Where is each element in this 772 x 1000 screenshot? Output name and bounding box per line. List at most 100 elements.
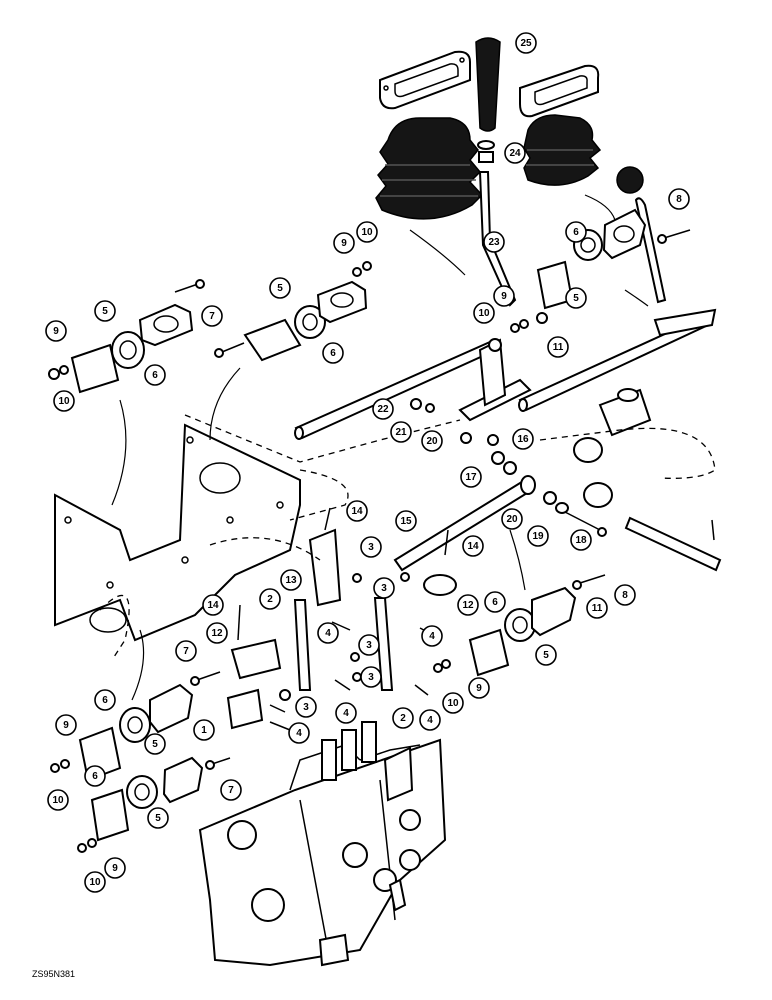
- center-linkage-bracket: [458, 338, 532, 422]
- lower-right-flange-assembly: [468, 586, 577, 677]
- upper-left-flange-assembly: [70, 303, 194, 394]
- callout-5: 5: [144, 733, 166, 755]
- callout-6: 6: [484, 591, 506, 613]
- callout-circle: [504, 142, 526, 164]
- callout-circle: [484, 591, 506, 613]
- callout-16: 16: [512, 428, 534, 450]
- right-lever: [634, 197, 667, 304]
- callout-6: 6: [565, 221, 587, 243]
- callout-circle: [84, 765, 106, 787]
- left-rubber-boot: [375, 117, 484, 220]
- callout-number: 14: [467, 541, 479, 552]
- callout-21: 21: [390, 421, 412, 443]
- callout-9: 9: [45, 320, 67, 342]
- callout-3: 3: [295, 696, 317, 718]
- callout-1: 1: [193, 719, 215, 741]
- callout-number: 3: [381, 583, 387, 594]
- callout-number: 9: [476, 683, 482, 694]
- callout-circle: [360, 536, 382, 558]
- callout-number: 25: [520, 38, 532, 49]
- drawing-id-label: ZS95N381: [32, 969, 75, 979]
- roll-pins: [237, 507, 715, 641]
- callout-circle: [547, 336, 569, 358]
- callout-circle: [322, 342, 344, 364]
- callout-number: 6: [573, 227, 579, 238]
- callout-circle: [280, 569, 302, 591]
- link-bars: [226, 528, 457, 730]
- callout-number: 6: [92, 771, 98, 782]
- callout-circle: [356, 221, 378, 243]
- callout-9: 9: [104, 857, 126, 879]
- callout-number: 18: [575, 535, 587, 546]
- callout-circle: [288, 722, 310, 744]
- callout-number: 9: [341, 238, 347, 249]
- callout-circle: [333, 232, 355, 254]
- callout-10: 10: [84, 871, 106, 893]
- callout-circle: [535, 644, 557, 666]
- callout-circle: [53, 390, 75, 412]
- callout-15: 15: [395, 510, 417, 532]
- callout-number: 11: [553, 342, 564, 353]
- callout-circle: [206, 622, 228, 644]
- callout-3: 3: [360, 536, 382, 558]
- callout-10: 10: [53, 390, 75, 412]
- callout-12: 12: [457, 594, 479, 616]
- callout-5: 5: [535, 644, 557, 666]
- callout-number: 7: [228, 785, 234, 796]
- upper-mid-flange-assembly: [243, 280, 368, 362]
- callout-number: 13: [285, 575, 297, 586]
- callout-7: 7: [175, 640, 197, 662]
- callout-circle: [94, 300, 116, 322]
- callout-2: 2: [392, 707, 414, 729]
- callout-20: 20: [421, 430, 443, 452]
- control-valve-body: [198, 721, 447, 967]
- callout-number: 8: [676, 194, 682, 205]
- callout-number: 22: [377, 404, 389, 415]
- callout-number: 2: [400, 713, 406, 724]
- right-linkage-bracket: [598, 308, 717, 437]
- callout-circle: [269, 277, 291, 299]
- callout-number: 4: [325, 628, 331, 639]
- callout-number: 2: [267, 594, 273, 605]
- callout-circle: [45, 320, 67, 342]
- callout-number: 3: [368, 672, 374, 683]
- callout-4: 4: [421, 625, 443, 647]
- callout-4: 4: [335, 702, 357, 724]
- callout-circle: [346, 500, 368, 522]
- callout-number: 11: [592, 603, 603, 614]
- callout-number: 10: [58, 396, 70, 407]
- callout-6: 6: [94, 689, 116, 711]
- callout-9: 9: [55, 714, 77, 736]
- callout-circle: [501, 508, 523, 530]
- callout-circle: [220, 779, 242, 801]
- callout-24: 24: [504, 142, 526, 164]
- mounting-plate: [54, 423, 301, 642]
- callout-number: 5: [152, 739, 158, 750]
- callout-circle: [358, 634, 380, 656]
- callout-10: 10: [47, 789, 69, 811]
- callout-7: 7: [220, 779, 242, 801]
- callout-17: 17: [460, 466, 482, 488]
- callout-circle: [668, 188, 690, 210]
- callout-circle: [317, 622, 339, 644]
- callout-10: 10: [473, 302, 495, 324]
- callout-number: 6: [330, 348, 336, 359]
- callout-number: 23: [488, 237, 500, 248]
- callout-circle: [565, 221, 587, 243]
- callout-20: 20: [501, 508, 523, 530]
- callout-circle: [144, 733, 166, 755]
- callout-10: 10: [442, 692, 464, 714]
- callout-circle: [47, 789, 69, 811]
- callout-circle: [201, 305, 223, 327]
- callout-number: 12: [211, 628, 223, 639]
- callout-25: 25: [515, 32, 537, 54]
- callout-9: 9: [468, 677, 490, 699]
- callout-8: 8: [614, 584, 636, 606]
- callout-circle: [372, 398, 394, 420]
- callout-number: 6: [152, 370, 158, 381]
- callout-2: 2: [259, 588, 281, 610]
- ball-knob: [616, 166, 644, 194]
- callout-number: 3: [303, 702, 309, 713]
